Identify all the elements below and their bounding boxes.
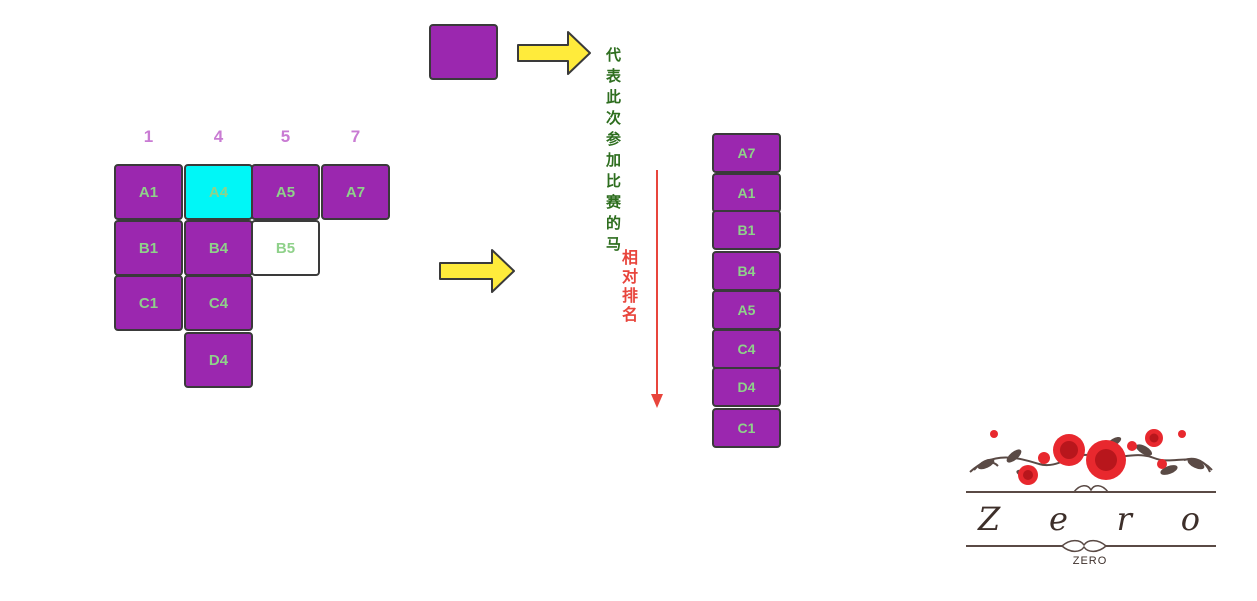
horse-cell-a1: A1 <box>114 164 183 220</box>
horse-cell-b1: B1 <box>114 220 183 276</box>
legend-arrow-icon <box>517 31 591 75</box>
column-header: 7 <box>350 127 361 146</box>
ranking-item: B4 <box>712 251 781 291</box>
rose-garland-icon <box>966 429 1216 493</box>
horse-cell-b5: B5 <box>251 220 320 276</box>
ranking-item: B1 <box>712 210 781 250</box>
horse-cell-d4: D4 <box>184 332 253 388</box>
ranking-item: C4 <box>712 329 781 369</box>
column-header: 1 <box>143 127 154 146</box>
horse-cell-b4: B4 <box>184 220 253 276</box>
logo-title: Z e r o <box>978 500 1202 538</box>
horse-cell-a4: A4 <box>184 164 253 220</box>
ranking-item: A5 <box>712 290 781 330</box>
ranking-down-arrow-icon <box>651 170 663 408</box>
column-header: 5 <box>280 127 291 146</box>
horse-cell-a5: A5 <box>251 164 320 220</box>
ranking-label: 相对排名 <box>621 248 638 324</box>
transform-arrow-icon <box>439 249 515 293</box>
ranking-item: D4 <box>712 367 781 407</box>
column-header: 4 <box>213 127 224 146</box>
legend-text: 代表此次参加比赛的马 <box>606 46 622 253</box>
logo-divider-icon <box>966 539 1216 553</box>
ranking-item: A7 <box>712 133 781 173</box>
ranking-item: A1 <box>712 173 781 213</box>
horse-cell-c4: C4 <box>184 275 253 331</box>
logo-subtitle: ZERO <box>1072 555 1108 567</box>
horse-cell-c1: C1 <box>114 275 183 331</box>
legend-swatch <box>429 24 498 80</box>
horse-cell-a7: A7 <box>321 164 390 220</box>
ranking-item: C1 <box>712 408 781 448</box>
